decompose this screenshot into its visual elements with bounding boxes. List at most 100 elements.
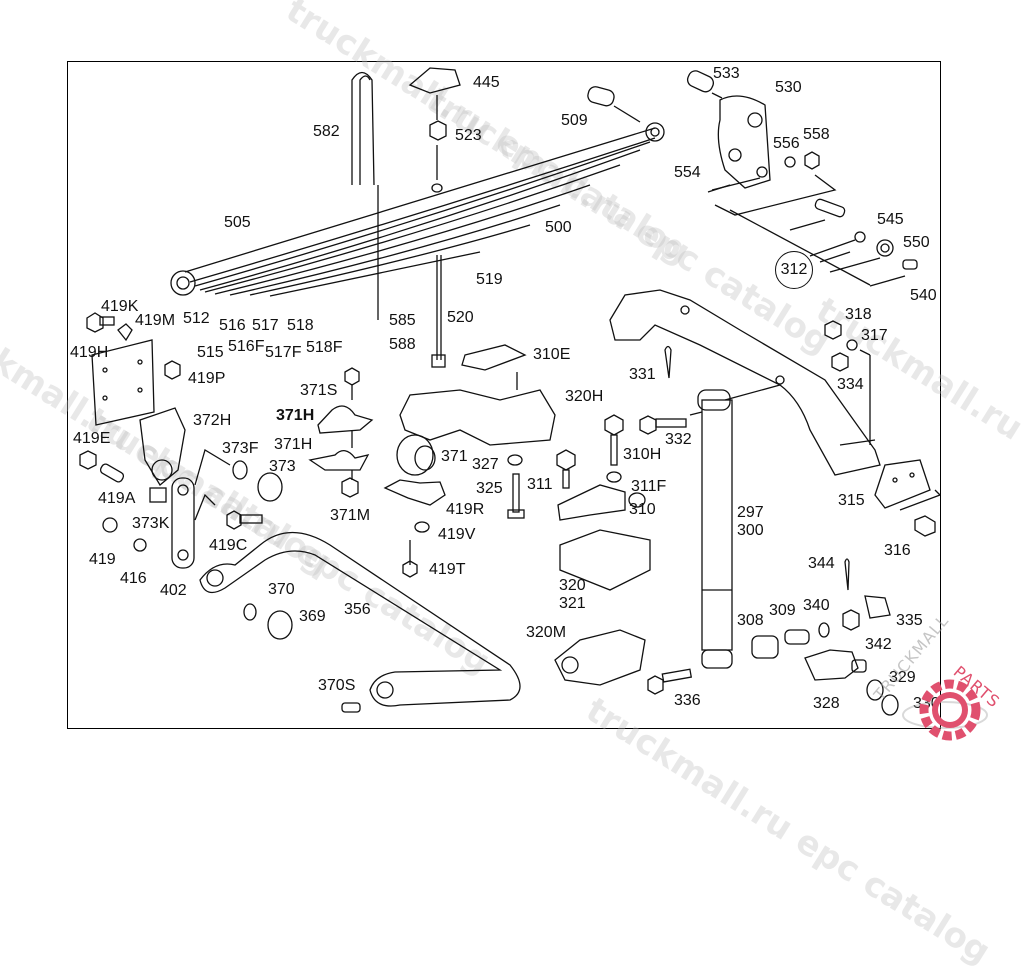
callout-344[interactable]: 344	[808, 555, 835, 572]
callout-320M[interactable]: 320M	[526, 624, 567, 641]
callout-331[interactable]: 331	[629, 366, 656, 383]
stabilizer-bar[interactable]	[199, 532, 521, 707]
callout-321[interactable]: 321	[559, 595, 586, 612]
callout-516F[interactable]: 516F	[228, 338, 265, 355]
callout-520[interactable]: 520	[447, 309, 474, 326]
callout-329[interactable]: 329	[889, 669, 916, 686]
part-402-link[interactable]	[171, 477, 195, 569]
callout-588[interactable]: 588	[389, 336, 416, 353]
callout-554[interactable]: 554	[674, 164, 701, 181]
callout-505[interactable]: 505	[224, 214, 251, 231]
part-523-nut[interactable]	[429, 120, 447, 141]
callout-419[interactable]: 419	[89, 551, 116, 568]
callout-342[interactable]: 342	[865, 636, 892, 653]
callout-311F[interactable]: 311F	[631, 478, 667, 495]
callout-419R[interactable]: 419R	[446, 501, 485, 518]
callout-419M[interactable]: 419M	[135, 312, 176, 329]
callout-419T[interactable]: 419T	[429, 561, 466, 578]
callout-332[interactable]: 332	[665, 431, 692, 448]
callout-419V[interactable]: 419V	[438, 526, 476, 543]
callout-517F[interactable]: 517F	[265, 344, 302, 361]
part-419H-plate[interactable]	[91, 339, 155, 426]
callout-325[interactable]: 325	[476, 480, 503, 497]
u-bolt[interactable]	[351, 71, 379, 321]
callout-540[interactable]: 540	[910, 287, 937, 304]
callout-533[interactable]: 533	[713, 65, 740, 82]
callout-328[interactable]: 328	[813, 695, 840, 712]
callout-419K[interactable]: 419K	[101, 298, 139, 315]
callout-371M[interactable]: 371M	[330, 507, 371, 524]
callout-582[interactable]: 582	[313, 123, 340, 140]
callout-310[interactable]: 310	[629, 501, 656, 518]
leaf-spring[interactable]	[170, 122, 665, 297]
callout-315[interactable]: 315	[838, 492, 865, 509]
callout-515[interactable]: 515	[197, 344, 224, 361]
part-328-eye[interactable]	[804, 649, 859, 681]
callout-518[interactable]: 518	[287, 317, 314, 334]
callout-545[interactable]: 545	[877, 211, 904, 228]
callout-312-group[interactable]: 312	[775, 251, 813, 289]
callout-550[interactable]: 550	[903, 234, 930, 251]
callout-370S[interactable]: 370S	[318, 677, 356, 694]
callout-370[interactable]: 370	[268, 581, 295, 598]
callout-419H[interactable]: 419H	[70, 344, 109, 361]
callout-509[interactable]: 509	[561, 112, 588, 129]
callout-530[interactable]: 530	[775, 79, 802, 96]
part-315-plate[interactable]	[874, 459, 931, 509]
callout-519[interactable]: 519	[476, 271, 503, 288]
part-331-pin[interactable]	[664, 345, 672, 379]
callout-318[interactable]: 318	[845, 306, 872, 323]
callout-327[interactable]: 327	[472, 456, 499, 473]
callout-336[interactable]: 336	[674, 692, 701, 709]
callout-500[interactable]: 500	[545, 219, 572, 236]
callout-518F[interactable]: 518F	[306, 339, 343, 356]
callout-369[interactable]: 369	[299, 608, 326, 625]
shock-absorber[interactable]	[697, 389, 733, 669]
callout-334[interactable]: 334	[837, 376, 864, 393]
callout-308[interactable]: 308	[737, 612, 764, 629]
callout-300[interactable]: 300	[737, 522, 764, 539]
callout-445[interactable]: 445	[473, 74, 500, 91]
callout-311[interactable]: 311	[527, 476, 553, 493]
callout-516[interactable]: 516	[219, 317, 246, 334]
part-320M-bracket[interactable]	[554, 629, 646, 686]
callout-320[interactable]: 320	[559, 577, 586, 594]
callout-310H[interactable]: 310H	[623, 446, 662, 463]
callout-356[interactable]: 356	[344, 601, 371, 618]
callout-371H-upper[interactable]: 371H	[276, 407, 315, 424]
callout-419A[interactable]: 419A	[98, 490, 136, 507]
part-320-bracket[interactable]	[559, 529, 651, 591]
callout-372H[interactable]: 372H	[193, 412, 232, 429]
part-372H-bracket[interactable]	[139, 407, 186, 486]
cross-member[interactable]	[609, 289, 881, 476]
callout-558[interactable]: 558	[803, 126, 830, 143]
callout-517[interactable]: 517	[252, 317, 279, 334]
callout-373K[interactable]: 373K	[132, 515, 170, 532]
callout-335[interactable]: 335	[896, 612, 923, 629]
callout-316[interactable]: 316	[884, 542, 911, 559]
callout-402[interactable]: 402	[160, 582, 187, 599]
callout-373[interactable]: 373	[269, 458, 296, 475]
callout-419C[interactable]: 419C	[209, 537, 248, 554]
callout-371[interactable]: 371	[441, 448, 468, 465]
callout-371H-lower[interactable]: 371H	[274, 436, 313, 453]
callout-320H[interactable]: 320H	[565, 388, 604, 405]
callout-310E[interactable]: 310E	[533, 346, 571, 363]
callout-419E[interactable]: 419E	[73, 430, 111, 447]
callout-340[interactable]: 340	[803, 597, 830, 614]
callout-419P[interactable]: 419P	[188, 370, 226, 387]
part-445[interactable]	[408, 67, 461, 94]
callout-523[interactable]: 523	[455, 127, 482, 144]
part-371-bush[interactable]	[396, 434, 434, 476]
callout-373F[interactable]: 373F	[222, 440, 259, 457]
callout-416[interactable]: 416	[120, 570, 147, 587]
part-509[interactable]	[586, 85, 615, 107]
callout-556[interactable]: 556	[773, 135, 800, 152]
callout-371S[interactable]: 371S	[300, 382, 338, 399]
callout-297[interactable]: 297	[737, 504, 764, 521]
callout-317[interactable]: 317	[861, 327, 888, 344]
callout-585[interactable]: 585	[389, 312, 416, 329]
callout-512[interactable]: 512	[183, 310, 210, 327]
callout-309[interactable]: 309	[769, 602, 796, 619]
part-530-shackle[interactable]	[717, 95, 771, 189]
